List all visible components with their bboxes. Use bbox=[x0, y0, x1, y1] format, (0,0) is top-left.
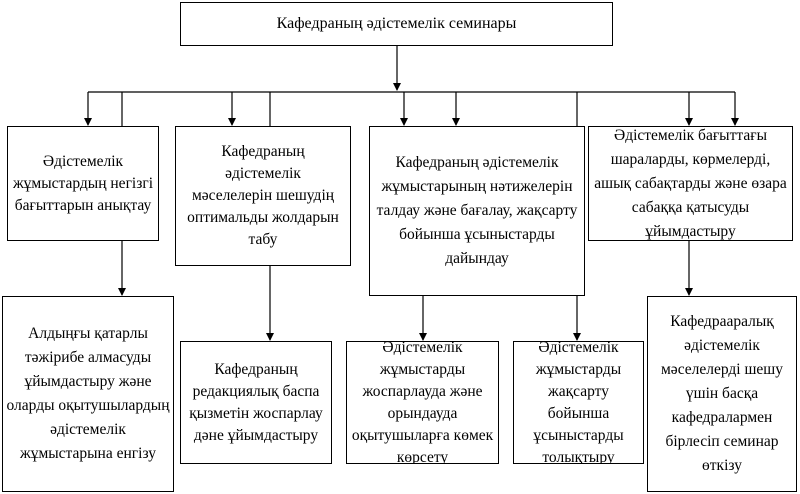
root-node: Кафедраның әдістемелік семинары bbox=[180, 2, 613, 46]
node-label: Әдістемелік жұмыстардың негізгі бағыттар… bbox=[12, 152, 154, 214]
node-label: Кафедрааралық әдістемелік мәселелерді ше… bbox=[661, 313, 783, 474]
node-label: Әдістемелік бағыттағы шараларды, көрмеле… bbox=[594, 126, 787, 240]
node-label: Алдыңғы қатарлы тәжірибе алмасуды ұйымда… bbox=[6, 325, 170, 462]
node-label: Әдістемелік жұмыстарды жоспарлауда және … bbox=[351, 341, 494, 464]
node-improvement-proposals: Әдістемелік жұмыстарды жақсарту бойынша … bbox=[513, 341, 644, 464]
node-interdepartmental-seminar: Кафедрааралық әдістемелік мәселелерді ше… bbox=[647, 296, 797, 492]
node-publishing: Кафедраның редакциялық баспа қызметін жо… bbox=[180, 341, 332, 464]
node-exchange-experience: Алдыңғы қатарлы тәжірибе алмасуды ұйымда… bbox=[2, 296, 174, 492]
node-organize-events: Әдістемелік бағыттағы шараларды, көрмеле… bbox=[588, 126, 793, 241]
node-label: Кафедраның редакциялық баспа қызметін жо… bbox=[189, 360, 323, 444]
node-find-solutions: Кафедраның әдістемелік мәселелерін шешуд… bbox=[175, 126, 351, 266]
node-analyze-results: Кафедраның әдістемелік жұмыстарының нәти… bbox=[369, 126, 585, 296]
node-assist-teachers: Әдістемелік жұмыстарды жоспарлауда және … bbox=[346, 341, 499, 464]
node-define-directions: Әдістемелік жұмыстардың негізгі бағыттар… bbox=[7, 126, 159, 241]
node-label: Әдістемелік жұмыстарды жақсарту бойынша … bbox=[533, 341, 624, 464]
node-label: Кафедраның әдістемелік жұмыстарының нәти… bbox=[376, 154, 578, 267]
node-label: Кафедраның әдістемелік мәселелерін шешуд… bbox=[187, 143, 339, 248]
root-node-label: Кафедраның әдістемелік семинары bbox=[276, 15, 517, 32]
